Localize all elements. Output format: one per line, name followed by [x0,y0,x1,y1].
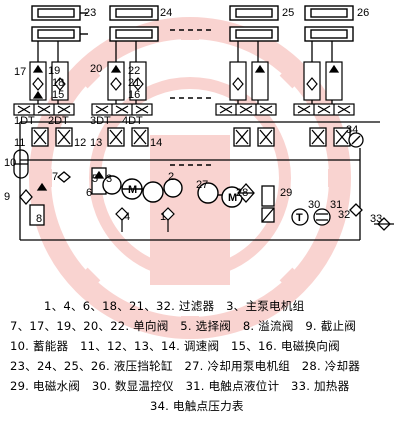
watermark-logo [29,17,351,339]
svg-text:27: 27 [196,179,208,191]
main-pump-motor-3 [102,175,183,203]
level-gauge-31 [313,208,331,226]
temp-label: T [296,212,303,224]
legend-line-6: 34. 电触点压力表 [150,399,244,413]
svg-text:19: 19 [48,65,60,77]
svg-text:1: 1 [160,211,166,223]
svg-text:3: 3 [106,173,112,185]
svg-text:13: 13 [90,137,102,149]
svg-text:14: 14 [150,137,162,149]
filter-32-heater-33 [349,203,394,231]
svg-text:30: 30 [308,199,320,211]
svg-text:4DT: 4DT [122,115,143,127]
svg-text:23: 23 [84,7,96,19]
cooler-28 [237,183,255,203]
filter-check-stacks [29,61,343,101]
svg-text:29: 29 [280,187,292,199]
svg-text:25: 25 [282,7,294,19]
solenoid-valves [13,103,355,116]
svg-text:18: 18 [52,77,64,89]
legend-line-2: 7、17、19、20、22. 单向阀 5. 选择阀 8. 溢流阀 9. 截止阀 [10,319,357,333]
legend-line-4: 23、24、25、26. 液压挡轮缸 27. 冷却用泵电机组 28. 冷却器 [10,359,361,373]
svg-text:24: 24 [160,7,172,19]
speed-control-valves [31,127,351,147]
svg-text:9: 9 [4,191,10,203]
svg-text:6: 6 [86,187,92,199]
svg-text:21: 21 [128,77,140,89]
svg-text:28: 28 [236,187,248,199]
svg-text:16: 16 [128,89,140,101]
svg-text:8: 8 [36,213,42,225]
svg-text:34: 34 [346,124,358,136]
legend-line-5: 29. 电磁水阀 30. 数显温控仪 31. 电触点液位计 33. 加热器 [10,379,350,393]
filters-1-4 [115,207,175,232]
cooling-pump-motor-27 [197,182,243,208]
motor-label-1: M [128,184,137,196]
cylinder-23 [31,5,88,42]
cylinder-26 [304,5,354,42]
svg-text:20: 20 [90,63,102,75]
accumulator-10 [13,149,29,179]
svg-text:15: 15 [52,89,64,101]
svg-text:17: 17 [14,66,26,78]
svg-text:4: 4 [124,211,130,223]
svg-text:3DT: 3DT [90,115,111,127]
svg-text:11: 11 [14,137,25,149]
svg-text:32: 32 [338,209,350,221]
pressure-gauge-34 [348,132,364,148]
svg-text:31: 31 [330,199,342,211]
legend-line-3: 10. 蓄能器 11、12、13、14. 调速阀 15、16. 电磁换向阀 [10,339,340,353]
component-labels: 23 24 25 26 17 19 18 15 20 22 21 16 1DT … [4,7,382,225]
cylinder-25 [229,5,279,42]
svg-text:26: 26 [357,7,369,19]
svg-text:7: 7 [52,171,58,183]
temp-controller-30 [291,208,309,226]
cylinder-24 [109,5,159,42]
svg-text:2: 2 [168,171,174,183]
motor-label-2: M [228,192,237,204]
legend-line-1: 1、4、6、18、21、32. 过滤器 3、主泵电机组 [44,299,305,313]
svg-text:10: 10 [4,157,16,169]
svg-text:12: 12 [74,137,86,149]
solenoid-water-valve-29 [261,185,275,223]
svg-text:2DT: 2DT [48,115,69,127]
svg-text:5: 5 [92,173,98,185]
svg-text:22: 22 [128,65,140,77]
svg-text:33: 33 [370,213,382,225]
svg-text:1DT: 1DT [14,115,35,127]
